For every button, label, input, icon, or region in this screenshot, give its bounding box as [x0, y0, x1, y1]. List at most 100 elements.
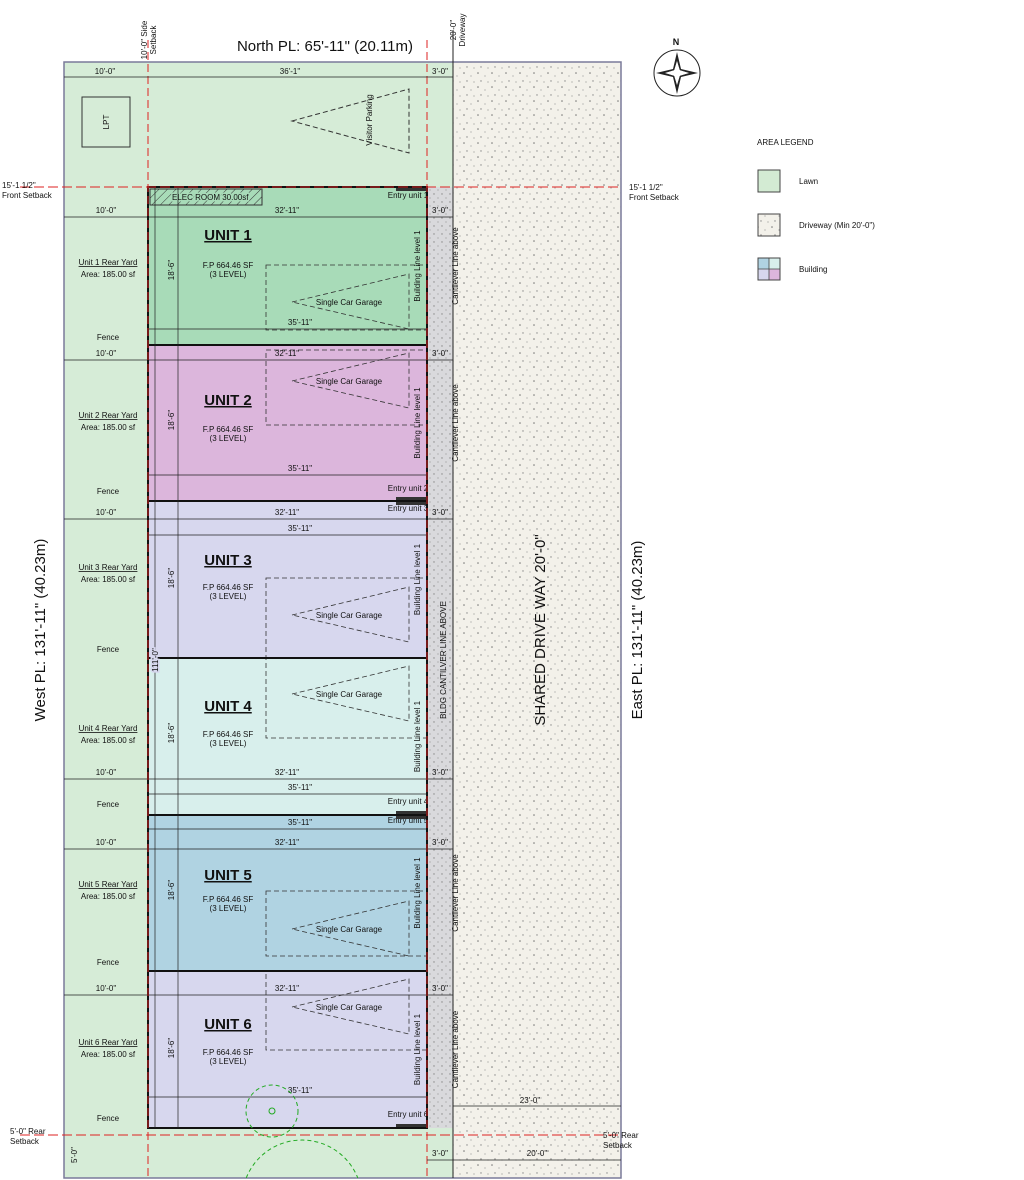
- entry-label: Entry unit 1: [388, 191, 429, 200]
- garage-label: Single Car Garage: [316, 1003, 383, 1012]
- property-line: [63, 61, 622, 1179]
- entry-door: [396, 811, 426, 815]
- strip-dim: 3'-0": [432, 349, 448, 358]
- garage-label: Single Car Garage: [316, 611, 383, 620]
- fence-label: Fence: [97, 958, 120, 967]
- overall-dim: 35'-11": [288, 464, 312, 473]
- garage-outline: [265, 349, 428, 426]
- entry-label: Entry unit 2: [388, 484, 429, 493]
- compass-icon: [653, 49, 701, 97]
- rear-setback-label: 5'-0" Rear: [603, 1131, 639, 1140]
- legend-swatch: [757, 213, 781, 237]
- inner-dim: 32'-11": [275, 349, 299, 358]
- legend-swatch: [757, 169, 781, 193]
- unit-footprint: [148, 971, 427, 1128]
- garage-arrow-icon: [291, 900, 410, 957]
- floor-area: F.P 664.46 SF: [203, 583, 254, 592]
- building-line-label: Building Line level 1: [413, 857, 422, 929]
- unit-3[interactable]: Single Car Garage UNIT 3 F.P 664.46 SF(3 L…: [64, 500, 453, 659]
- unit-title: UNIT 6: [204, 1016, 252, 1033]
- front-setback-label: 15'-1 1/2": [2, 181, 36, 190]
- building-line-label: Building Line level 1: [413, 543, 422, 615]
- rear-yard-area: Area: 185.00 sf: [81, 270, 136, 279]
- unit-title: UNIT 3: [204, 552, 252, 569]
- fence-label: Fence: [97, 645, 120, 654]
- side-dim: 10'-0": [96, 768, 117, 777]
- rear-yard-label: Unit 3 Rear Yard: [79, 563, 138, 572]
- strip-dim: 3'-0": [432, 206, 448, 215]
- side-dim: 10'-0": [96, 984, 117, 993]
- front-setback-label: Front Setback: [2, 191, 53, 200]
- fence-label: Fence: [97, 333, 120, 342]
- rear-yard-label: Unit 1 Rear Yard: [79, 258, 138, 267]
- floor-area: F.P 664.46 SF: [203, 895, 254, 904]
- legend-title: AREA LEGEND: [757, 138, 814, 147]
- inner-dim: 32'-11": [275, 984, 299, 993]
- floor-area: F.P 664.46 SF: [203, 730, 254, 739]
- top-dim: 10'-0": [95, 67, 116, 76]
- side-dim: 10'-0": [96, 349, 117, 358]
- top-dim: 36'-1": [280, 67, 301, 76]
- building-line-label: Building Line level 1: [413, 700, 422, 772]
- strip-dim: 3'-0": [432, 984, 448, 993]
- compass-n: N: [673, 37, 680, 47]
- rear-yard-label: Unit 4 Rear Yard: [79, 724, 138, 733]
- bottom-dim: 20'-0": [527, 1149, 548, 1158]
- entry-label: Entry unit 5: [388, 816, 429, 825]
- north-pl-title: North PL: 65'-11" (20.11m): [237, 38, 413, 55]
- unit-footprint: [148, 815, 427, 971]
- cantilever-label: Cantilever Line above: [451, 384, 460, 462]
- rear-yard-area: Area: 185.00 sf: [81, 423, 136, 432]
- shared-driveway-label: SHARED DRIVE WAY 20'-0": [532, 534, 549, 725]
- entry-door: [396, 815, 426, 819]
- entry-label: Entry unit 6: [388, 1110, 429, 1119]
- garage-label: Single Car Garage: [316, 690, 383, 699]
- strip-dim: 3'-0": [432, 838, 448, 847]
- cantilever-label: Cantilever Line above: [451, 854, 460, 932]
- side-setback-label: 10'-0" Side: [140, 20, 149, 59]
- rear-yard-label: Unit 2 Rear Yard: [79, 411, 138, 420]
- rear-setback-label: Setback: [603, 1141, 633, 1150]
- unit-footprint: [148, 345, 427, 501]
- unit-title: UNIT 1: [204, 227, 252, 244]
- legend-swatch-building: [757, 257, 781, 281]
- building-line-label: Building Line level 1: [413, 387, 422, 459]
- driveway-note: 20'-0": [449, 20, 458, 41]
- swatch-q: [758, 258, 769, 269]
- garage-arrow-icon: [291, 665, 410, 722]
- levels: (3 LEVEL): [210, 592, 247, 601]
- lpt-box: [81, 96, 131, 148]
- overall-dim: 35'-11": [288, 1086, 312, 1095]
- fence-label: Fence: [97, 487, 120, 496]
- depth-dim: 18'-6": [167, 880, 176, 901]
- rear-setback-label: 5'-0" Rear: [10, 1127, 46, 1136]
- bldg-cantilever-label: BLDG CANTILVER LINE ABOVE: [439, 601, 448, 719]
- inner-dim: 32'-11": [275, 768, 299, 777]
- rear-yard-label: Unit 6 Rear Yard: [79, 1038, 138, 1047]
- entry-door: [396, 497, 426, 501]
- rear-yard-area: Area: 185.00 sf: [81, 575, 136, 584]
- garage-label: Single Car Garage: [316, 377, 383, 386]
- overall-dim: 35'-11": [288, 818, 312, 827]
- strip-dim: 3'-0": [432, 768, 448, 777]
- entry-door: [396, 501, 426, 505]
- building-line-label: Building Line level 1: [413, 230, 422, 302]
- inner-dim: 32'-11": [275, 838, 299, 847]
- visitor-parking-label: Visitor Parking: [365, 94, 374, 145]
- floor-area: F.P 664.46 SF: [203, 425, 254, 434]
- top-dim: 3'-0": [432, 67, 448, 76]
- fence-label: Fence: [97, 800, 120, 809]
- fence-label: Fence: [97, 1114, 120, 1123]
- entry-label: Entry unit 3: [388, 504, 429, 513]
- cantilever-label: Cantilever Line above: [451, 227, 460, 305]
- rear-yard-area: Area: 185.00 sf: [81, 1050, 136, 1059]
- unit-footprint: [148, 501, 427, 658]
- driveway-area: [453, 62, 621, 1178]
